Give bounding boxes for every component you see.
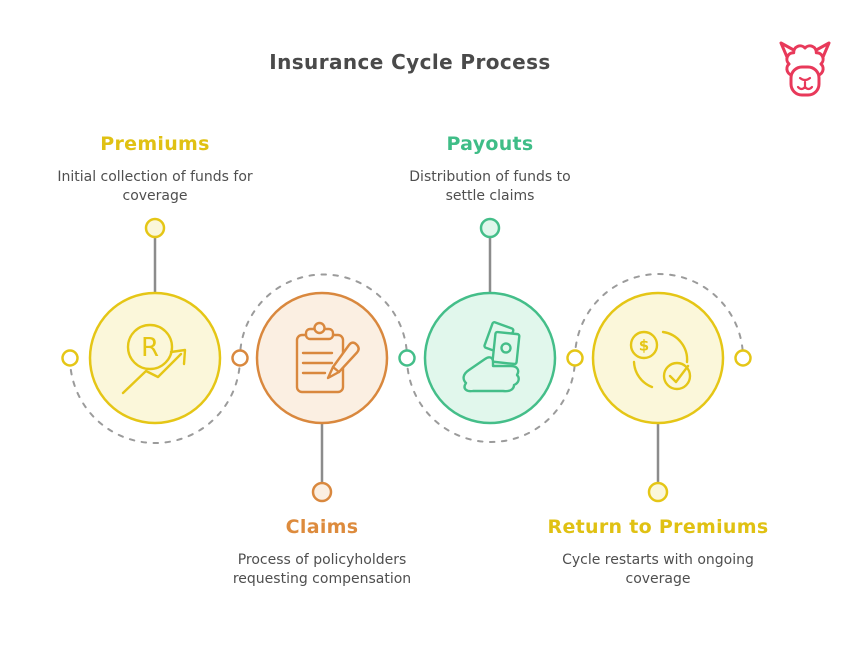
- rand-trend-icon: R: [121, 323, 187, 395]
- alpaca-muzzle-icon: [796, 76, 814, 91]
- stage-description-claims: Process of policyholders requesting comp…: [232, 552, 412, 587]
- terminal-node-payouts: [479, 217, 501, 239]
- coin-symbol: $: [639, 337, 649, 355]
- stage-title-return-to-premiums: Return to Premiums: [547, 516, 769, 538]
- terminal-node-claims: [311, 481, 333, 503]
- stage-circle-premiums: [88, 291, 222, 425]
- stage-description-premiums: Initial collection of funds for coverage: [57, 169, 253, 204]
- stage-description-payouts: Distribution of funds to settle claims: [409, 169, 571, 204]
- stage-circle-return: [591, 291, 725, 425]
- path-node-3: [398, 349, 416, 367]
- alpaca-logo: [779, 41, 831, 97]
- path-node-5: [734, 349, 752, 367]
- currency-letter: R: [141, 333, 159, 363]
- coin-cycle-check-icon: $: [629, 330, 692, 391]
- stage-title-premiums: Premiums: [100, 133, 210, 155]
- stage-title-claims: Claims: [285, 516, 359, 538]
- hand-money-icon: [462, 321, 521, 393]
- stage-description-return-to-premiums: Cycle restarts with ongoing coverage: [562, 552, 754, 587]
- terminal-node-return: [647, 481, 669, 503]
- stage-block-claims: Claims Process of policyholders requesti…: [182, 516, 462, 588]
- path-node-1: [61, 349, 79, 367]
- terminal-node-premiums: [144, 217, 166, 239]
- stage-block-premiums: Premiums Initial collection of funds for…: [15, 133, 295, 205]
- stage-block-return-to-premiums: Return to Premiums Cycle restarts with o…: [518, 516, 798, 588]
- path-node-2: [231, 349, 249, 367]
- stage-block-payouts: Payouts Distribution of funds to settle …: [350, 133, 630, 205]
- page-title: Insurance Cycle Process: [269, 50, 551, 74]
- stage-connectors: [153, 237, 660, 482]
- stage-title-payouts: Payouts: [446, 133, 534, 155]
- clipboard-pencil-icon: [295, 321, 360, 394]
- path-node-4: [566, 349, 584, 367]
